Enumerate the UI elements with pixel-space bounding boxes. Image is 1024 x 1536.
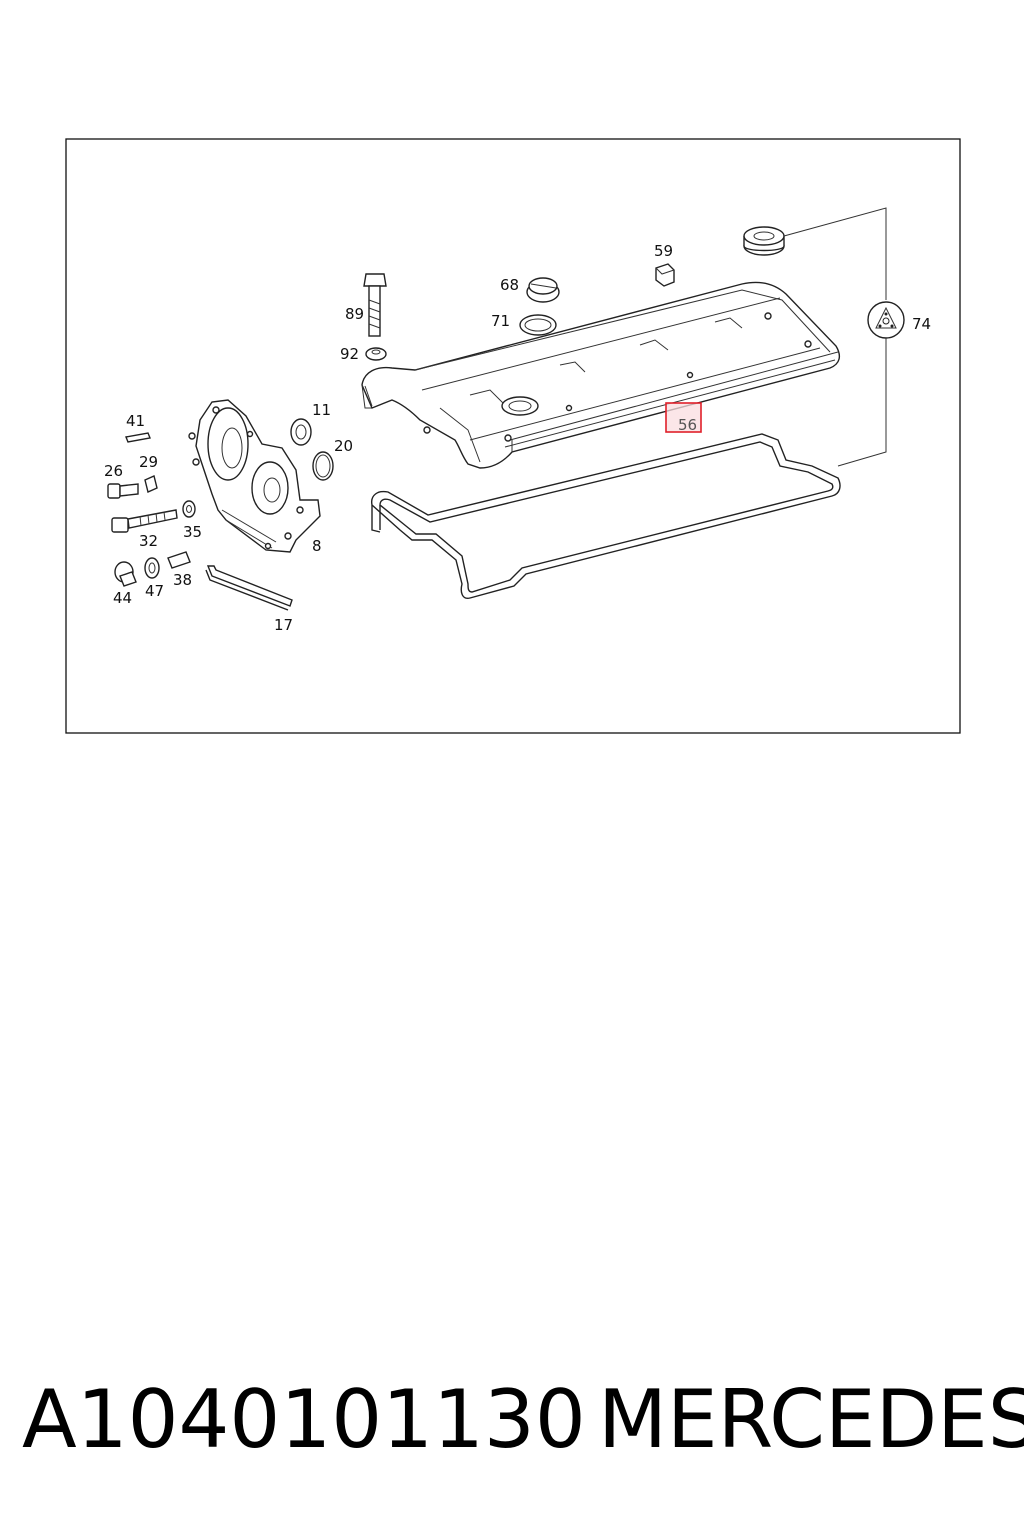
seal-ring-71 [519,314,557,336]
o-ring-20 [312,451,334,481]
callout-89: 89 [345,305,364,323]
gasket-17 [205,565,293,611]
callout-32: 32 [139,532,158,550]
bolt-32 [111,509,178,533]
part-number: A1040101130 [22,1373,586,1466]
footer: A1040101130 MERCEDES [0,1360,1024,1480]
washer-35 [182,500,196,518]
diagram-frame [65,138,961,734]
callout-59: 59 [654,242,673,260]
sleeve-38 [167,551,191,569]
callout-74: 74 [912,315,931,333]
callout-68: 68 [500,276,519,294]
timing-case-cover [188,399,321,553]
callout-44: 44 [113,589,132,607]
valve-cover-gasket [371,433,841,599]
callout-41: 41 [126,412,145,430]
callout-71: 71 [491,312,510,330]
parts-diagram: 41 26 29 32 35 44 47 38 17 11 20 8 89 92… [65,138,961,734]
callout-20: 20 [334,437,353,455]
valve-cover [361,281,841,469]
bolt-26 [107,483,139,499]
callout-38: 38 [173,571,192,589]
filler-cap-68 [526,277,560,303]
bolt-89 [363,273,387,337]
callout-56: 56 [678,416,697,434]
plug-44 [114,561,137,587]
clip-59 [655,263,675,287]
callout-8: 8 [312,537,322,555]
callout-29: 29 [139,453,158,471]
callout-92: 92 [340,345,359,363]
clip-29 [144,475,158,493]
callout-11: 11 [312,401,331,419]
callout-17: 17 [274,616,293,634]
highlight-box-56 [665,402,702,433]
seal-47 [144,557,160,579]
callout-35: 35 [183,523,202,541]
brand-name: MERCEDES [598,1373,1024,1466]
pin-41 [125,432,151,443]
washer-92 [365,347,387,361]
seal-74 [743,207,905,467]
callout-47: 47 [145,582,164,600]
seal-11 [290,418,312,446]
callout-26: 26 [104,462,123,480]
